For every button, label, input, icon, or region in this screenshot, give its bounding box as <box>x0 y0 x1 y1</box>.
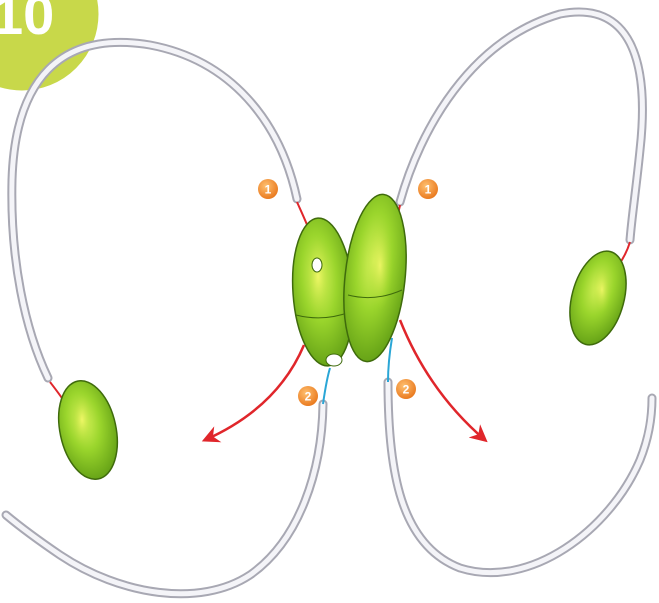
callout-label: 1 <box>425 183 432 197</box>
callout-label: 1 <box>265 183 272 197</box>
wire-blue-left <box>323 368 330 404</box>
callout-1-left: 1 <box>258 179 278 199</box>
arrow-right <box>400 320 485 440</box>
callout-2-right: 2 <box>396 379 416 399</box>
callout-label: 2 <box>403 383 410 397</box>
tube-top-right <box>400 12 642 240</box>
arrow-left <box>205 345 304 440</box>
side-bead-right <box>560 245 635 351</box>
step-number: 10 <box>0 0 54 46</box>
callout-1-right: 1 <box>418 179 438 199</box>
center-bead-right <box>336 191 413 364</box>
tube-bottom-left <box>6 404 323 594</box>
callout-label: 2 <box>305 390 312 404</box>
wire-blue-right <box>388 338 392 382</box>
callout-2-left: 2 <box>298 386 318 406</box>
tube-top-left <box>12 42 297 378</box>
tube-bottom-right <box>388 382 652 573</box>
side-bead-left <box>50 375 126 484</box>
